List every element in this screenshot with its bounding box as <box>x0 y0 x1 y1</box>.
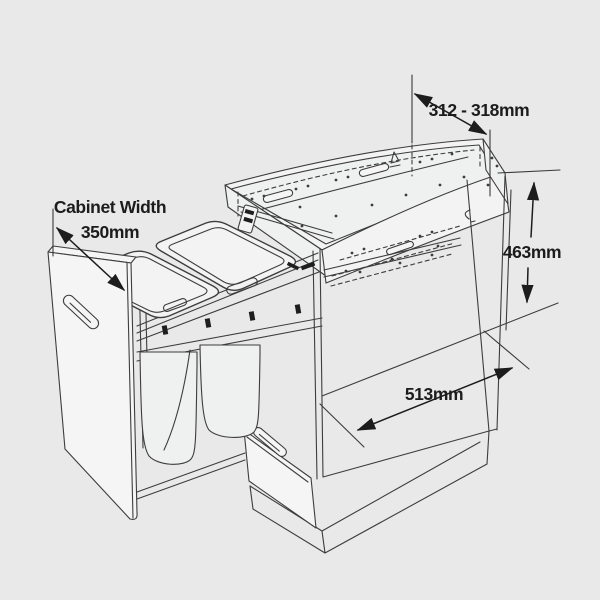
drawer-front <box>243 429 317 529</box>
rail-front-bracket <box>237 204 259 234</box>
bin-front-body <box>139 351 198 465</box>
cabinet-runner-rails <box>323 237 462 287</box>
cabinet-width-arrow <box>55 226 126 292</box>
door-front-panel <box>47 251 138 520</box>
base-plinth <box>249 441 488 554</box>
dimension-cabinet-width: Cabinet Width 350mm <box>52 197 167 292</box>
housing-right-wall <box>482 138 509 205</box>
rail-mounting-blocks <box>161 304 302 335</box>
fixing-bracket-icons <box>389 151 476 223</box>
depth-arrow <box>356 367 514 431</box>
top-width-label: 312 - 318mm <box>429 100 530 120</box>
height-arrow-down <box>521 267 534 304</box>
cabinet-door <box>47 245 138 520</box>
height-label: 463mm <box>503 242 561 262</box>
bin-rear-body <box>199 344 261 438</box>
slotted-holes <box>262 162 414 256</box>
carcass-front-left-edge <box>312 248 324 480</box>
cabinet-width-label: Cabinet Width <box>54 197 166 217</box>
waste-bins <box>78 220 300 465</box>
rear-lid-handle-recess <box>226 277 258 295</box>
height-arrow-up <box>526 181 540 238</box>
housing-dashed-lines <box>237 144 481 277</box>
bin-rear-lid <box>155 220 300 295</box>
dimension-height: 463mm <box>497 169 562 304</box>
housing-front-wall <box>321 172 510 284</box>
top-width-arrow <box>413 93 488 135</box>
dimension-top-width: 312 - 318mm <box>411 74 530 197</box>
depth-label: 513mm <box>405 384 463 404</box>
cabinet-width-value: 350mm <box>81 222 139 242</box>
front-lid-handle-recess <box>162 298 188 312</box>
door-handle <box>62 294 100 330</box>
frame-bottom-rail <box>136 452 246 500</box>
mounting-holes <box>250 152 499 273</box>
base-cabinet <box>243 426 488 554</box>
dimension-depth: 513mm <box>319 330 530 448</box>
